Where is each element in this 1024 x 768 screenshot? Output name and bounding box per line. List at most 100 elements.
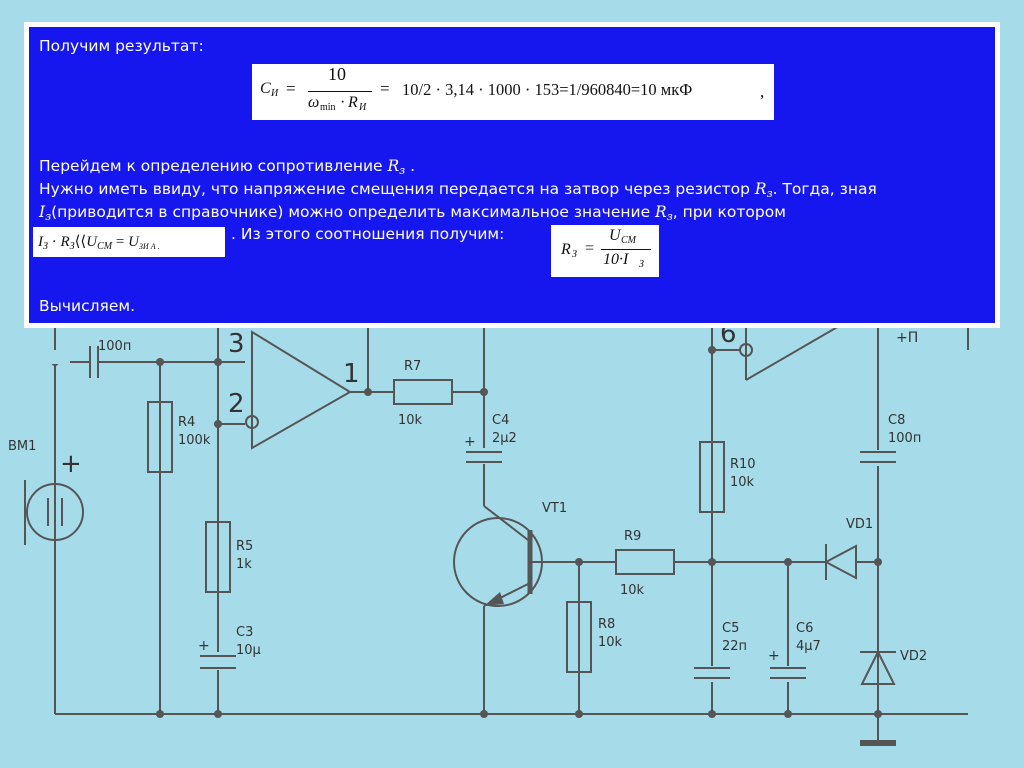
line4-mid: (приводится в справочнике) можно определ… xyxy=(51,203,656,221)
f2-u2-sub: ЗИ А . xyxy=(138,242,160,251)
f1-den-r-sub: И xyxy=(359,102,367,113)
c6-plus: + xyxy=(768,648,780,664)
junction-dot xyxy=(575,710,583,718)
r8-value: 10k xyxy=(598,635,623,650)
wire-gap xyxy=(40,350,70,364)
bm1-label: BM1 xyxy=(8,439,36,454)
f1-rhs: 10/2 · 3,14 · 1000 · 153=1/960840=10 мкФ xyxy=(402,80,693,99)
line2-prefix: Перейдем к определению сопротивление xyxy=(39,157,388,175)
pin-2: 2 xyxy=(228,389,245,419)
pin-3: 3 xyxy=(228,329,245,359)
f2-ll: ⟨⟨ xyxy=(74,234,87,250)
line2-var: R xyxy=(387,157,400,175)
f1-eq1: = xyxy=(286,79,296,98)
text-line-5: . Из этого соотношения получим: xyxy=(231,225,505,243)
vd1-label: VD1 xyxy=(846,517,873,532)
c4-plus: + xyxy=(464,434,476,450)
vd2-label: VD2 xyxy=(900,649,927,664)
result-heading: Получим результат: xyxy=(39,37,204,55)
c6-name: C6 xyxy=(796,621,813,636)
vt1-label: VT1 xyxy=(542,501,567,516)
f2-i-sub: З xyxy=(43,241,48,252)
f3-fraction-bar xyxy=(601,249,651,250)
vt1-emitter-arrow xyxy=(484,592,504,606)
junction-dot xyxy=(480,710,488,718)
f3-lhs: R xyxy=(561,241,571,258)
text-line-3: Нужно иметь ввиду, что напряжение смещен… xyxy=(39,180,877,200)
f2-u-sub: СМ xyxy=(97,241,113,252)
c8-value: 100п xyxy=(888,431,921,446)
r5-name: R5 xyxy=(236,539,253,554)
r8-name: R8 xyxy=(598,617,615,632)
line4-suffix: , при котором xyxy=(672,203,786,221)
f1-den-omega: ω xyxy=(308,94,320,111)
f2-eq: = xyxy=(115,234,125,250)
opamp-inv-circle xyxy=(245,415,259,429)
c8-name: C8 xyxy=(888,413,905,428)
f3-num: U xyxy=(609,227,621,244)
f1-num: 10 xyxy=(328,64,346,84)
vt1-collector-lead xyxy=(483,505,529,541)
line4-var: I xyxy=(39,203,46,221)
f1-fraction-bar xyxy=(308,91,372,92)
c-top-value: 100п xyxy=(98,339,131,354)
ground-symbol xyxy=(860,740,896,746)
r7-name: R7 xyxy=(404,359,421,374)
f2-dot: · xyxy=(51,234,57,250)
resistor-r4 xyxy=(147,401,173,473)
f3-num-sub: СМ xyxy=(621,235,636,246)
line3-var: R xyxy=(754,180,767,198)
f2-r: R xyxy=(60,234,70,250)
line2-suffix: . xyxy=(405,157,416,175)
line3-prefix: Нужно иметь ввиду, что напряжение смещен… xyxy=(39,180,755,198)
junction-dot xyxy=(784,710,792,718)
r4-name: R4 xyxy=(178,415,195,430)
junction-dot xyxy=(156,710,164,718)
c8-plus: +П xyxy=(896,330,918,346)
f1-den-omega-sub: min xyxy=(320,102,336,113)
f3-den: 10·I xyxy=(603,251,629,268)
r9-value: 10k xyxy=(620,583,645,598)
r4-value: 100k xyxy=(178,433,211,448)
line4-var-sub: з xyxy=(45,210,52,223)
c5-value: 22п xyxy=(722,639,747,654)
r7-value: 10k xyxy=(398,413,423,428)
formula-inequality: IЗ · RЗ⟨⟨UСМ = UЗИ А . xyxy=(33,227,225,257)
f3-lhs-sub: З xyxy=(572,249,577,260)
line4-var2-sub: з xyxy=(666,210,673,223)
junction-dot xyxy=(364,388,372,396)
f1-den-dot: · xyxy=(340,94,346,111)
diode-vd1 xyxy=(823,544,857,580)
junction-dot xyxy=(156,358,164,366)
resistor-r9 xyxy=(615,549,675,575)
resistor-r8 xyxy=(566,601,592,673)
resistor-r5 xyxy=(205,521,231,593)
line3-suffix: . Тогда, зная xyxy=(772,180,877,198)
text-line-6: Вычисляем. xyxy=(39,297,136,315)
text-line-4: Iз(приводится в справочнике) можно опред… xyxy=(39,203,786,223)
text-panel-body: Получим результат: C И = 10 ω min · R И … xyxy=(29,27,995,323)
formula-capacitance: C И = 10 ω min · R И = 10/2 · 3,14 · 100… xyxy=(252,64,774,120)
f2-r-sub: З xyxy=(69,241,75,252)
r9-name: R9 xyxy=(624,529,641,544)
f2-i: I xyxy=(38,234,43,250)
f3-eq: = xyxy=(585,240,595,257)
c3-name: C3 xyxy=(236,625,253,640)
formula-resistance: R З = U СМ 10·I З xyxy=(551,225,659,277)
junction-dot xyxy=(874,710,882,718)
pin-1: 1 xyxy=(343,359,360,389)
c4-name: C4 xyxy=(492,413,509,428)
text-line-2: Перейдем к определению сопротивление Rз … xyxy=(39,157,415,177)
junction-dot xyxy=(214,710,222,718)
junction-dot xyxy=(214,358,222,366)
line2-var-sub: з xyxy=(399,164,406,177)
f1-den-r: R xyxy=(348,94,358,111)
r10-value: 10k xyxy=(730,475,755,490)
r10-name: R10 xyxy=(730,457,756,472)
line4-var2: R xyxy=(655,203,667,221)
c4-value: 2μ2 xyxy=(492,431,517,446)
c6-value: 4μ7 xyxy=(796,639,821,654)
f1-eq2: = xyxy=(380,79,390,98)
resistor-r7 xyxy=(393,379,453,405)
